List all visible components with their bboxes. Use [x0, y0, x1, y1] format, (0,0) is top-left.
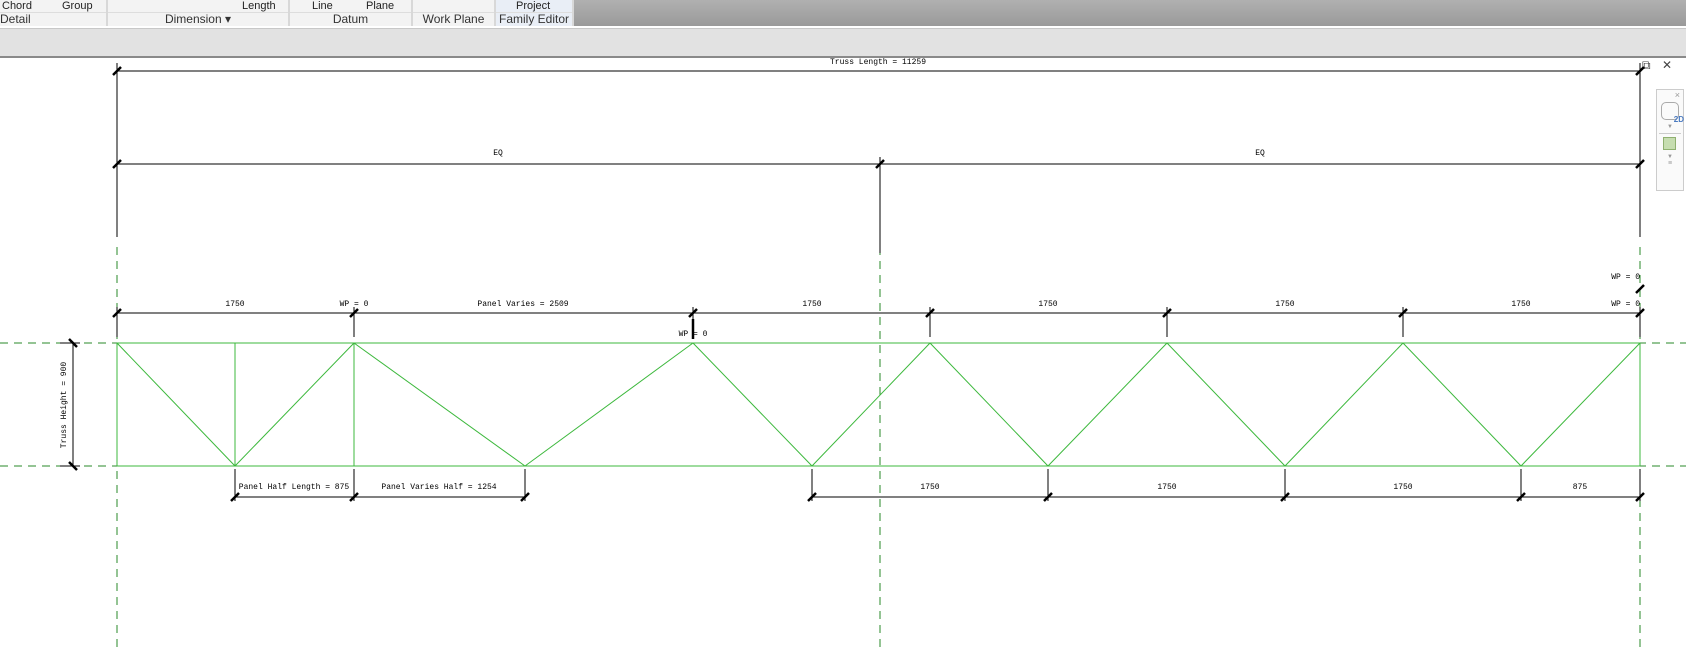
diagonal-web[interactable]	[1166, 342, 1286, 467]
ribbon-panel-datum[interactable]: Line Plane Datum	[290, 0, 413, 26]
truss-height-label[interactable]: Truss Height = 900	[60, 362, 69, 449]
wp-label[interactable]: WP = 0	[1611, 300, 1640, 309]
top-dim-label[interactable]: 1750	[1275, 300, 1294, 309]
panel-label-work-plane: Work Plane	[413, 12, 494, 26]
chord-label[interactable]: Chord	[2, 0, 32, 12]
eq-left-label[interactable]: EQ	[493, 149, 503, 158]
dropdown-icon[interactable]: ▼	[1667, 154, 1673, 160]
group-label[interactable]: Group	[62, 0, 93, 12]
bottom-dim-label[interactable]: Panel Half Length = 875	[239, 483, 350, 492]
zoom-region-icon[interactable]	[1663, 137, 1676, 150]
diagonal-web[interactable]	[929, 342, 1049, 467]
close-navbar-icon[interactable]: ×	[1674, 90, 1680, 100]
diagonal-web[interactable]	[524, 342, 694, 467]
eq-right-label[interactable]: EQ	[1255, 149, 1265, 158]
diagonal-web[interactable]	[1047, 342, 1168, 467]
customize-icon[interactable]: ≡	[1667, 160, 1673, 167]
restore-icon[interactable]: ⧉	[1642, 58, 1651, 72]
top-dim-label[interactable]: 1750	[802, 300, 821, 309]
panel-label-dimension[interactable]: Dimension ▾	[108, 12, 288, 26]
ribbon-panel-detail[interactable]: Chord Group Detail	[0, 0, 108, 26]
2d-wheel-icon[interactable]: 2D	[1661, 102, 1684, 124]
panel-label-datum: Datum	[290, 12, 411, 26]
dimensions	[60, 63, 1645, 502]
panel-label-detail: Detail	[0, 12, 106, 26]
top-dim-label[interactable]: 1750	[225, 300, 244, 309]
project-label[interactable]: Project	[516, 0, 551, 12]
bottom-dim-label[interactable]: 875	[1573, 483, 1588, 492]
wp-label[interactable]: WP = 0	[679, 330, 708, 339]
dimension-tick[interactable]	[112, 159, 122, 169]
diagonal-web[interactable]	[1284, 342, 1404, 467]
diagonal-web[interactable]	[116, 342, 236, 467]
bottom-dim-label[interactable]: 1750	[920, 483, 939, 492]
bottom-dim-label[interactable]: 1750	[1157, 483, 1176, 492]
options-bar	[0, 28, 1686, 58]
plane-label[interactable]: Plane	[366, 0, 395, 12]
ribbon-panel-dimension[interactable]: Length Dimension ▾	[108, 0, 290, 26]
truss-length-label[interactable]: Truss Length = 11259	[830, 58, 926, 67]
length-label[interactable]: Length	[242, 0, 276, 12]
diagonal-web[interactable]	[811, 342, 931, 467]
wp-label[interactable]: WP = 0	[1611, 273, 1640, 282]
ribbon: Chord Group Detail Length Dimension ▾ Li…	[0, 0, 1686, 26]
bottom-dim-label[interactable]: Panel Varies Half = 1254	[381, 483, 496, 492]
top-dim-label[interactable]: Panel Varies = 2509	[477, 300, 568, 309]
reference-planes	[0, 247, 1686, 650]
panel-label-family-editor: Family Editor	[496, 12, 572, 26]
top-dim-label[interactable]: 1750	[1038, 300, 1057, 309]
close-icon[interactable]: ✕	[1662, 58, 1673, 72]
wp-label[interactable]: WP = 0	[340, 300, 369, 309]
drawing-canvas[interactable]: Truss Length = 11259 EQ EQ Truss Height …	[0, 57, 1686, 650]
diagonal-web[interactable]	[1520, 342, 1641, 467]
ribbon-panel-family-editor[interactable]: Project Family Editor	[496, 0, 574, 26]
dimension-tick[interactable]	[1635, 159, 1645, 169]
diagonal-web[interactable]	[1402, 342, 1522, 467]
truss-members	[116, 342, 1641, 467]
diagonal-web[interactable]	[692, 342, 813, 467]
ribbon-panel-work-plane[interactable]: Work Plane	[413, 0, 496, 26]
dimension-tick[interactable]	[1635, 284, 1645, 294]
diagonal-web[interactable]	[234, 342, 355, 467]
line-label[interactable]: Line	[312, 0, 333, 12]
navigation-bar: × 2D ▼ ▼ ≡	[1656, 89, 1684, 191]
dropdown-icon[interactable]: ▼	[1667, 124, 1673, 130]
top-dim-label[interactable]: 1750	[1511, 300, 1530, 309]
bottom-dim-label[interactable]: 1750	[1393, 483, 1412, 492]
diagonal-web[interactable]	[353, 342, 526, 467]
